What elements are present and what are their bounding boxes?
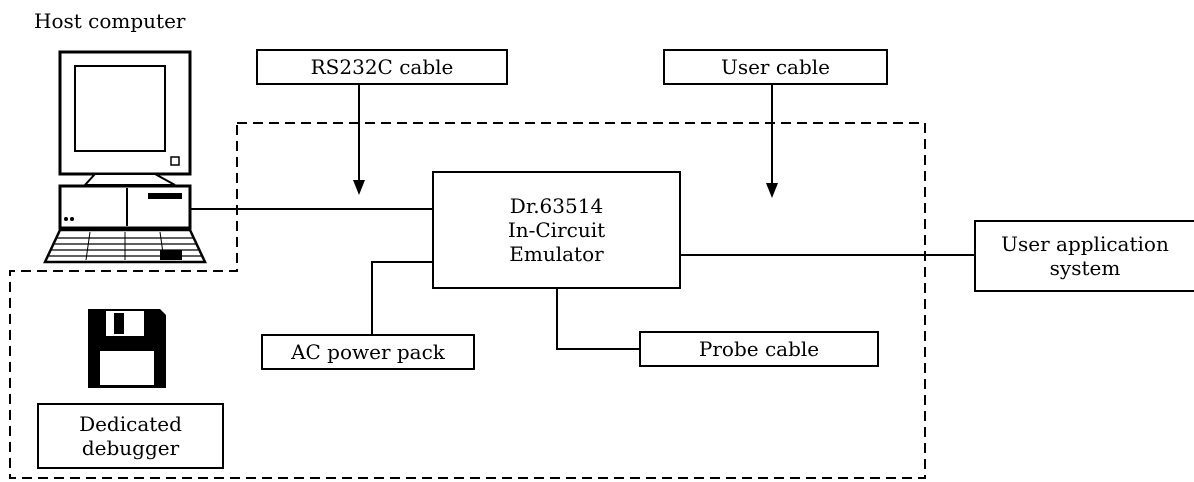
rs232c-cable-box: RS232C cable <box>256 49 508 85</box>
dashed-boundary <box>9 122 926 479</box>
user-cable-arrowhead <box>766 183 778 198</box>
ac-power-pack-box: AC power pack <box>261 334 475 370</box>
user-cable-box: User cable <box>663 49 888 85</box>
user-application-system-box: User application system <box>974 220 1194 292</box>
emulator-to-probe-line <box>556 288 640 350</box>
floppy-disk-icon <box>88 309 166 388</box>
emulator-box: Dr.63514 In-Circuit Emulator <box>432 171 681 289</box>
rs232c-arrowhead <box>353 180 365 195</box>
dedicated-debugger-box: Dedicated debugger <box>37 403 224 469</box>
host-computer-label: Host computer <box>34 9 186 33</box>
emulator-to-ac-power-line <box>371 261 433 335</box>
probe-cable-box: Probe cable <box>639 331 879 367</box>
host-computer-icon <box>43 50 207 264</box>
